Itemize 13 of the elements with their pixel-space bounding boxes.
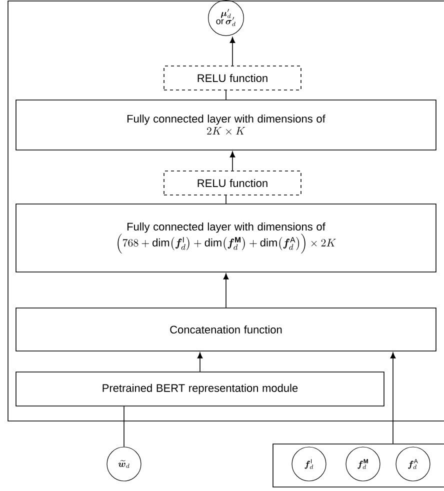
- arrow: [197, 352, 203, 372]
- arrow: [223, 273, 229, 308]
- arrow: [230, 151, 236, 171]
- activation-box: RELU function: [164, 66, 302, 90]
- arrow: [390, 352, 396, 444]
- module-box: Pretrained BERT representation module: [16, 372, 384, 406]
- arrow: [230, 37, 236, 66]
- layer-box: Fully connected layer with dimensions of $2K\times K$: [16, 100, 436, 150]
- frame: [8, 0, 444, 422]
- input-group-box: [272, 444, 444, 488]
- activation-box: RELU function: [164, 170, 302, 196]
- layer-box: Fully connected layer with dimensions of $\Bigl(768+\dim\bigl(\boldsymbol{f}^{\mathrm{I}}_d\bigr)+\dim\bigl(\boldsymbol{f}^{\mathbf{M}}_d\bigr)+\dim\bigl(\boldsymbol{f}^{\mathrm{A}}_d\bigr)\Bigr)\times 2K$: [16, 204, 436, 272]
- function-box: Concatenation function: [16, 308, 436, 352]
